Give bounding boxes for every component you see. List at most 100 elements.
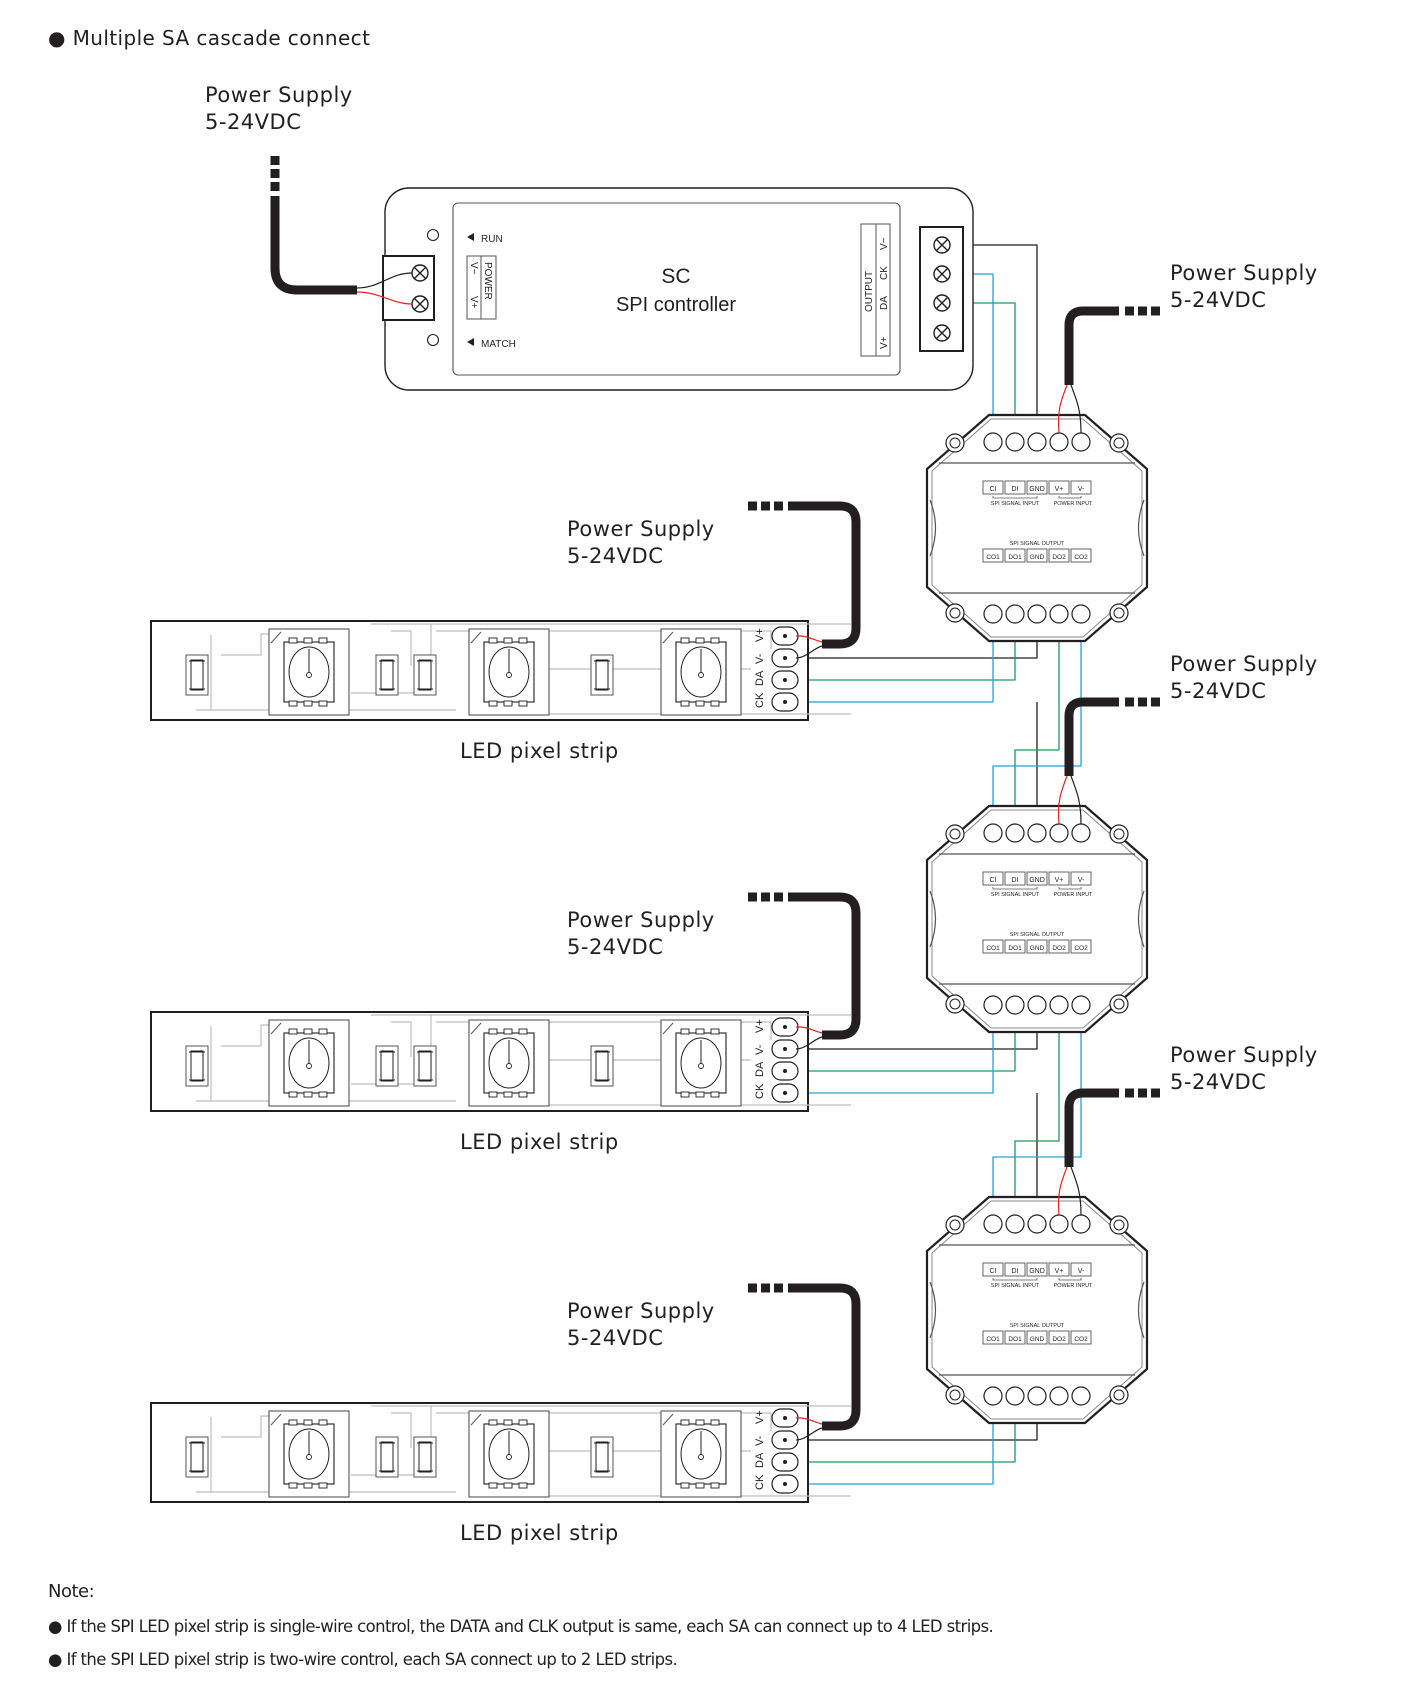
input-terminal-icon (1071, 1214, 1091, 1234)
cable-break-dot-icon (774, 892, 783, 902)
amplifier-wire-positive (1057, 775, 1068, 825)
diagram-title: ● Multiple SA cascade connect (48, 26, 371, 50)
input-terminal-icon (1005, 823, 1025, 843)
power-supply-label-line2: 5-24VDC (1170, 679, 1267, 703)
input-pin-label: V+ (1055, 486, 1064, 493)
led-pad (518, 1482, 528, 1489)
grip-left (929, 499, 937, 557)
power-supply-label-line2: 5-24VDC (205, 110, 302, 134)
input-pin-box (982, 1262, 1004, 1277)
cable-break-dot-icon (748, 1283, 757, 1293)
output-pin-vplus: V+ (879, 336, 890, 349)
led-pad (303, 1091, 313, 1098)
cable-break-dot-icon (761, 892, 770, 902)
resistor-body (190, 659, 204, 691)
cable-break-dot-icon (270, 182, 280, 191)
cable-break-dot-icon (748, 501, 757, 511)
resistor-body (380, 1050, 394, 1082)
strip-pad-dot-icon (783, 634, 787, 638)
input-terminal-icon (1005, 1214, 1025, 1234)
strip-wire-positive (795, 635, 823, 643)
cable-break-dot-icon (1125, 697, 1134, 707)
strip-pin-label: DA (754, 670, 766, 686)
output-pin-box (1048, 1330, 1070, 1345)
mounting-hole-icon (1109, 824, 1129, 844)
amplifier-power-cable (1064, 697, 1119, 776)
mounting-hole-inner-icon (949, 998, 961, 1010)
led-pad (318, 1482, 328, 1489)
led-lens-icon (680, 1037, 722, 1089)
power-supply-label-line1: Power Supply (567, 1299, 715, 1323)
input-pin-label: V- (1078, 1268, 1085, 1275)
mounting-hole-inner-icon (949, 607, 961, 619)
output-pin-label: GND (1030, 1336, 1045, 1343)
led-lens-icon (288, 1037, 330, 1089)
led-pad (318, 637, 328, 644)
strip-pin-label: DA (754, 1061, 766, 1077)
wire-gnd-controller (950, 244, 1038, 433)
strip-pad-dot-icon (783, 1069, 787, 1073)
led-pad (288, 1091, 298, 1098)
controller-subtitle: SPI controller (616, 294, 736, 316)
output-pin-label: CO1 (986, 554, 1000, 561)
led-pad (680, 1028, 690, 1035)
output-pin-box (1048, 548, 1070, 563)
led-pad (488, 1482, 498, 1489)
input-pin-label: DI (1012, 486, 1019, 493)
note-item-1: ● If the SPI LED pixel strip is single-w… (48, 1617, 994, 1636)
led-pad (503, 1482, 513, 1489)
led-pad (695, 1091, 705, 1098)
resistor-caps (379, 660, 395, 690)
power-supply-label-strip1: Power Supply 5-24VDC (567, 516, 715, 570)
input-pin-label: CI (990, 486, 997, 493)
resistor-body (190, 1050, 204, 1082)
led-notch (470, 1022, 482, 1035)
spi-signal-input-label: SPI SIGNAL INPUT (991, 1283, 1040, 1289)
sc-controller: RUN MATCH POWER V− V+ SC SPI controller … (382, 187, 974, 391)
led-pad (518, 637, 528, 644)
cable-break-dot-icon (774, 501, 783, 511)
led-lens-icon (488, 646, 530, 698)
output-terminal-icon (1049, 1386, 1069, 1406)
power-supply-label-line1: Power Supply (1170, 652, 1318, 676)
mounting-hole-icon (945, 1215, 965, 1235)
led-pad (680, 1482, 690, 1489)
strip-pad-dot-icon (783, 1025, 787, 1029)
strip-pin-label: V+ (754, 628, 766, 642)
power-supply-label-line2: 5-24VDC (567, 1326, 664, 1350)
output-pin-box (1026, 939, 1048, 954)
led-pad (288, 1028, 298, 1035)
input-pin-box (1070, 871, 1092, 886)
output-pin-box (1004, 939, 1026, 954)
input-pin-box (1048, 480, 1070, 495)
output-pin-label: DO1 (1008, 1336, 1022, 1343)
mounting-hole-icon (1109, 433, 1129, 453)
strip-pad-dot-icon (783, 1047, 787, 1051)
resistor-body (418, 1050, 432, 1082)
mounting-hole-icon (945, 603, 965, 623)
output-pin-label: CO2 (1074, 945, 1088, 952)
strip-power-cable (788, 1283, 861, 1431)
resistor-body (418, 1441, 432, 1473)
led-pad (710, 1028, 720, 1035)
input-pin-label: GND (1029, 1268, 1045, 1275)
mounting-hole-inner-icon (949, 437, 961, 449)
output-terminal-icon (983, 1386, 1003, 1406)
mounting-hole-icon (945, 994, 965, 1014)
amplifier-wire-negative (1070, 384, 1082, 434)
controller-name: SC (661, 265, 690, 288)
output-terminal-icon (1005, 995, 1025, 1015)
led-pad (318, 1028, 328, 1035)
cable-break-dot-icon (1138, 1088, 1147, 1098)
input-pin-label: GND (1029, 486, 1045, 493)
strip-power-cable (788, 892, 861, 1040)
power-supply-label-controller: Power Supply 5-24VDC (205, 82, 353, 136)
input-pin-box (1026, 871, 1048, 886)
output-pin-box (1026, 1330, 1048, 1345)
mounting-hole-icon (945, 1385, 965, 1405)
led-pad (303, 1028, 313, 1035)
